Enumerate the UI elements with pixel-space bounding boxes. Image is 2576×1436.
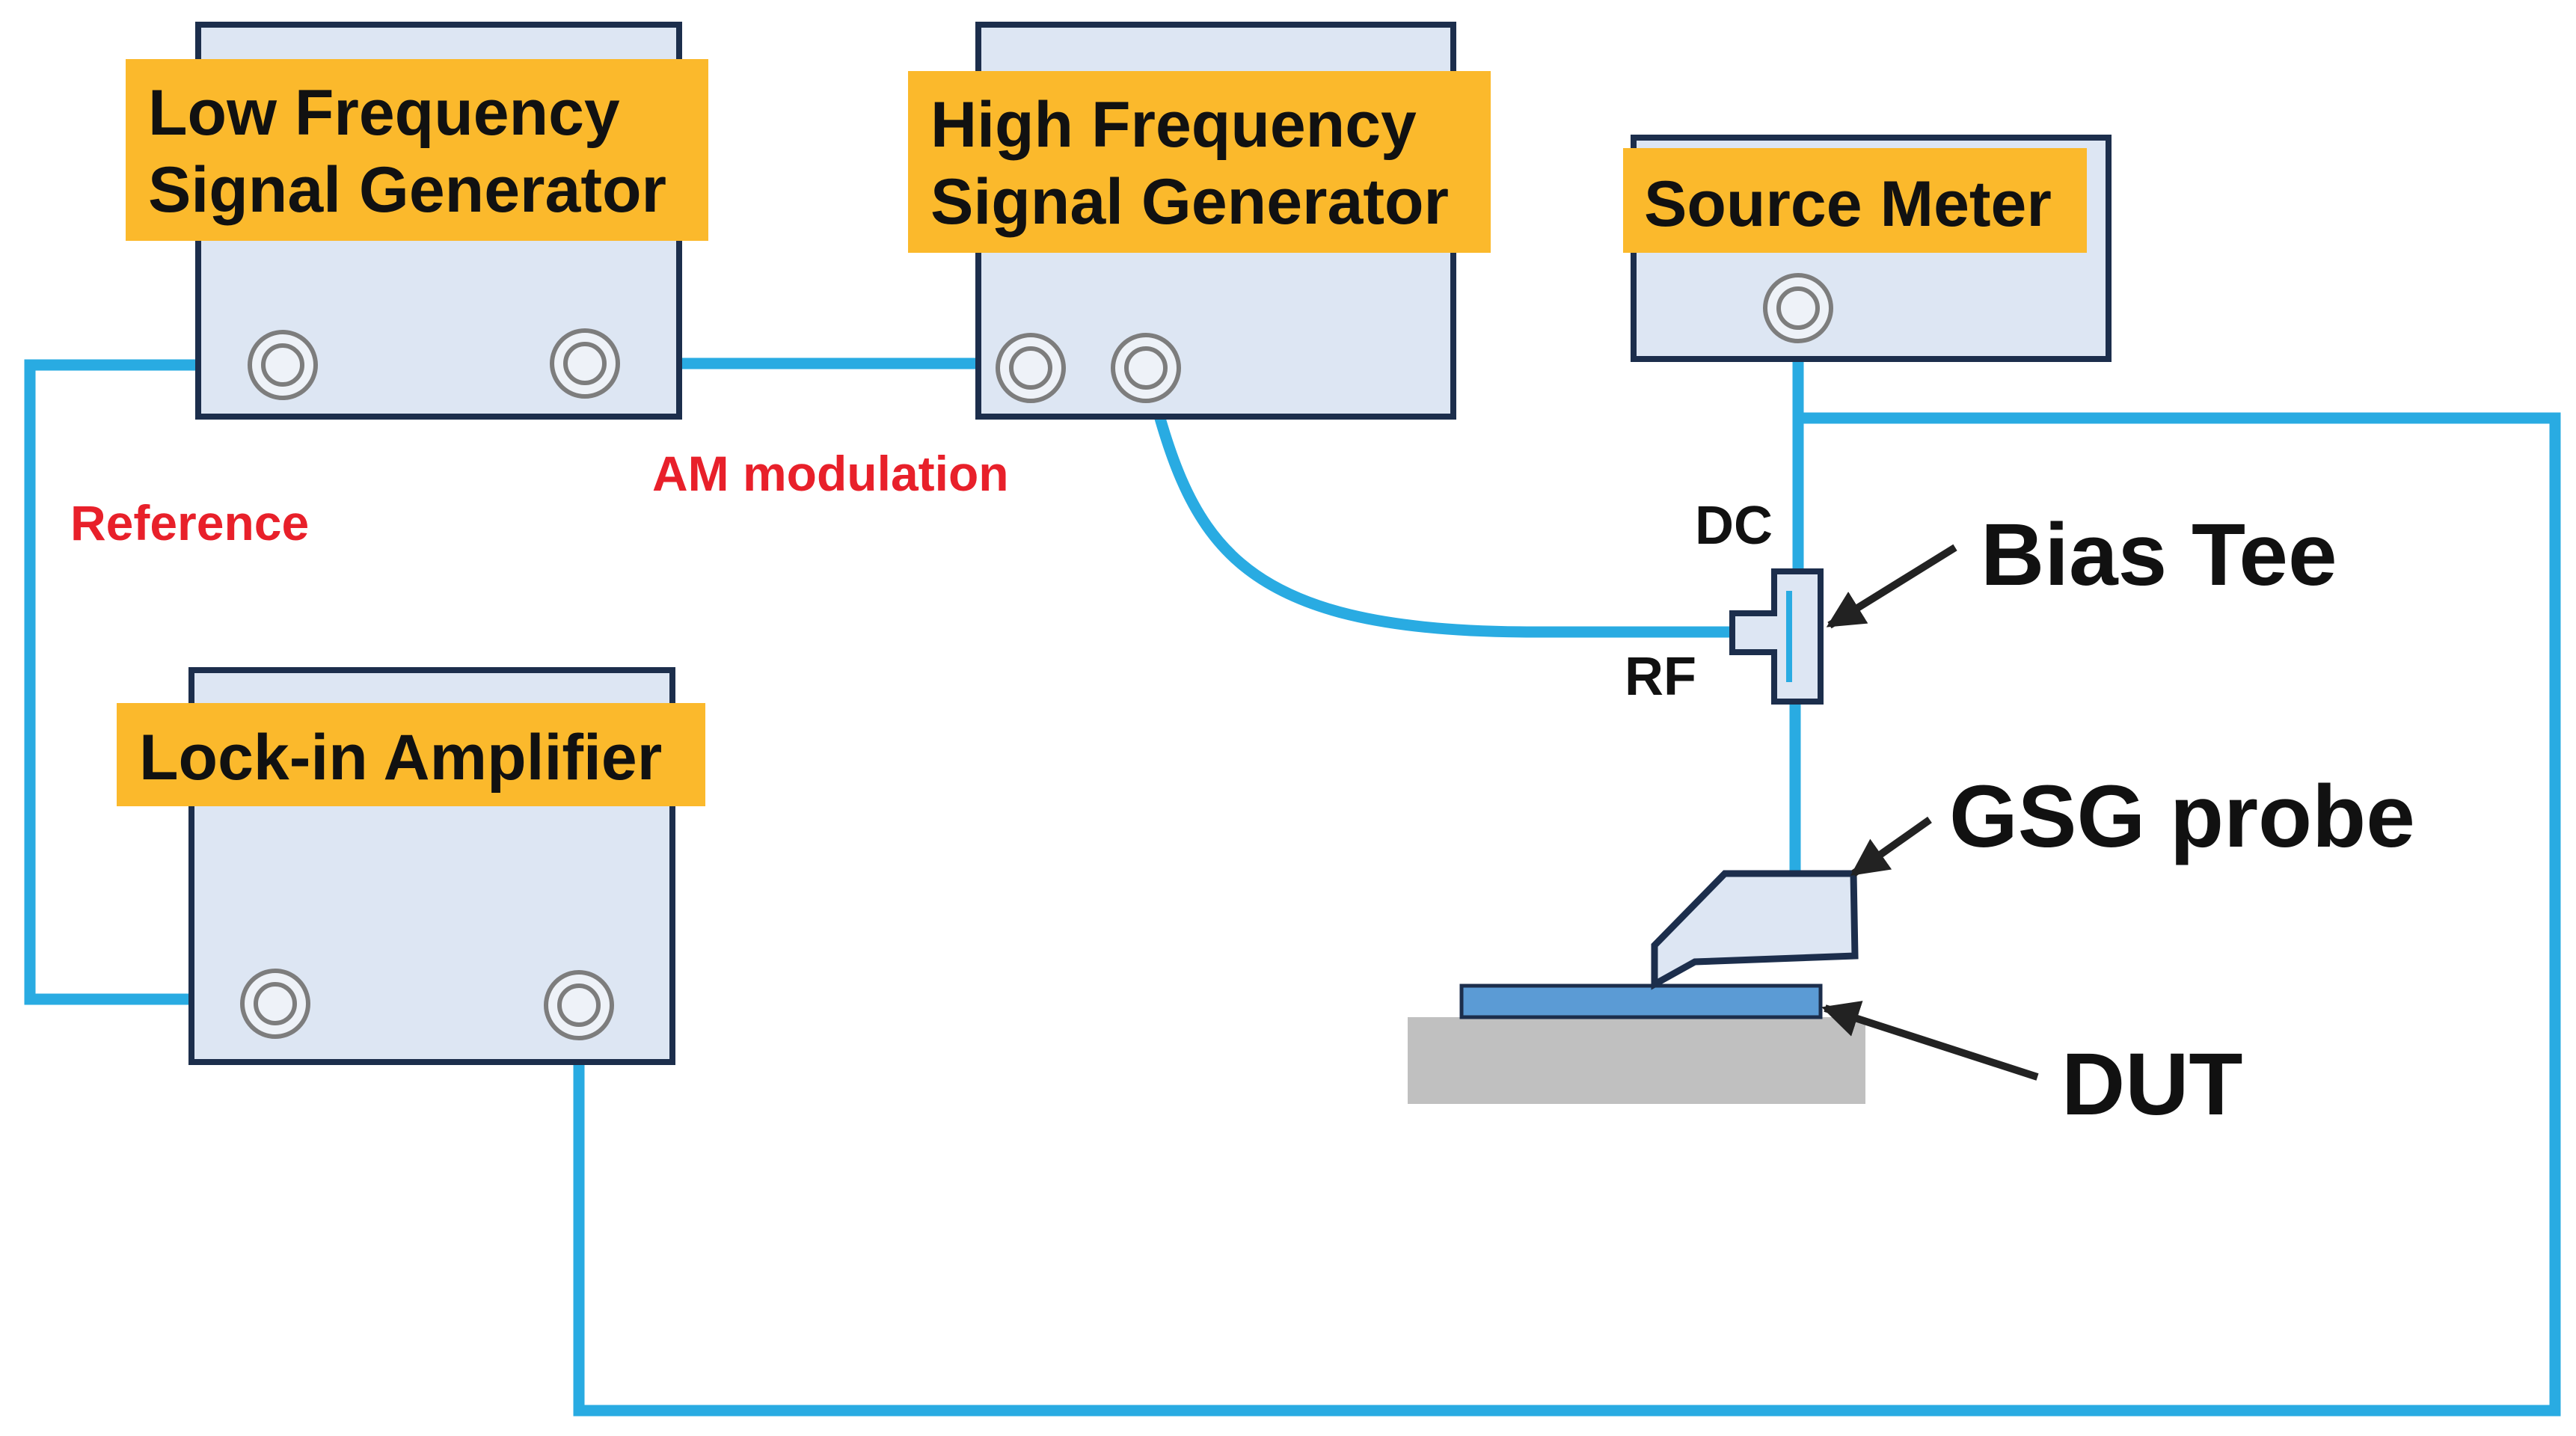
high-freq-gen-label-line1: High Frequency	[930, 89, 1417, 161]
high-freq-gen-label-line2: Signal Generator	[930, 166, 1449, 238]
low-freq-gen-label-bg	[126, 59, 708, 241]
gsg-probe	[1651, 870, 1859, 990]
gsg-probe-label: GSG probe	[1949, 767, 2415, 866]
am-modulation-label: AM modulation	[652, 446, 1009, 501]
high-freq-gen-rf-output-connector	[1111, 333, 1181, 403]
lockin-amp-ref-connector	[240, 969, 310, 1039]
dc-port-label: DC	[1695, 496, 1773, 556]
bias-tee	[1729, 568, 1824, 705]
low-freq-gen-label-line1: Low Frequency	[148, 77, 620, 149]
low-frequency-signal-generator: Low Frequency Signal Generator	[126, 22, 708, 420]
high-freq-gen-mod-input-connector	[996, 333, 1066, 403]
bias-tee-label: Bias Tee	[1981, 506, 2337, 604]
dut-arrow	[1821, 1001, 2039, 1081]
source-meter-connector	[1763, 273, 1833, 343]
bias-tee-body	[1729, 568, 1824, 705]
substrate	[1408, 1017, 1865, 1104]
reference-signal-label: Reference	[70, 495, 309, 550]
bias-tee-arrow	[1826, 544, 1957, 629]
lockin-amp-label-bg	[117, 703, 705, 806]
low-freq-gen-label-line2: Signal Generator	[148, 154, 666, 226]
reference-cable	[24, 359, 283, 1005]
source-meter-label: Source Meter	[1644, 168, 2052, 240]
lockin-amp-signal-connector	[544, 970, 614, 1040]
high-freq-gen-label-bg	[908, 71, 1491, 253]
source-meter: Source Meter	[1623, 135, 2112, 362]
source-meter-label-bg	[1623, 148, 2087, 253]
gsg-probe-arrow	[1850, 816, 1932, 877]
dut-layer	[1459, 984, 1823, 1019]
return-cable	[573, 412, 2561, 1417]
dut-label: DUT	[2061, 1035, 2243, 1134]
low-freq-gen-ref-connector	[248, 330, 318, 400]
lockin-amp-label: Lock-in Amplifier	[139, 722, 662, 794]
rf-port-label: RF	[1625, 647, 1696, 707]
rf-cable	[1140, 363, 1738, 638]
lock-in-amplifier: Lock-in Amplifier	[117, 667, 705, 1065]
low-freq-gen-output-connector	[550, 328, 620, 399]
high-frequency-signal-generator: High Frequency Signal Generator	[908, 22, 1491, 420]
